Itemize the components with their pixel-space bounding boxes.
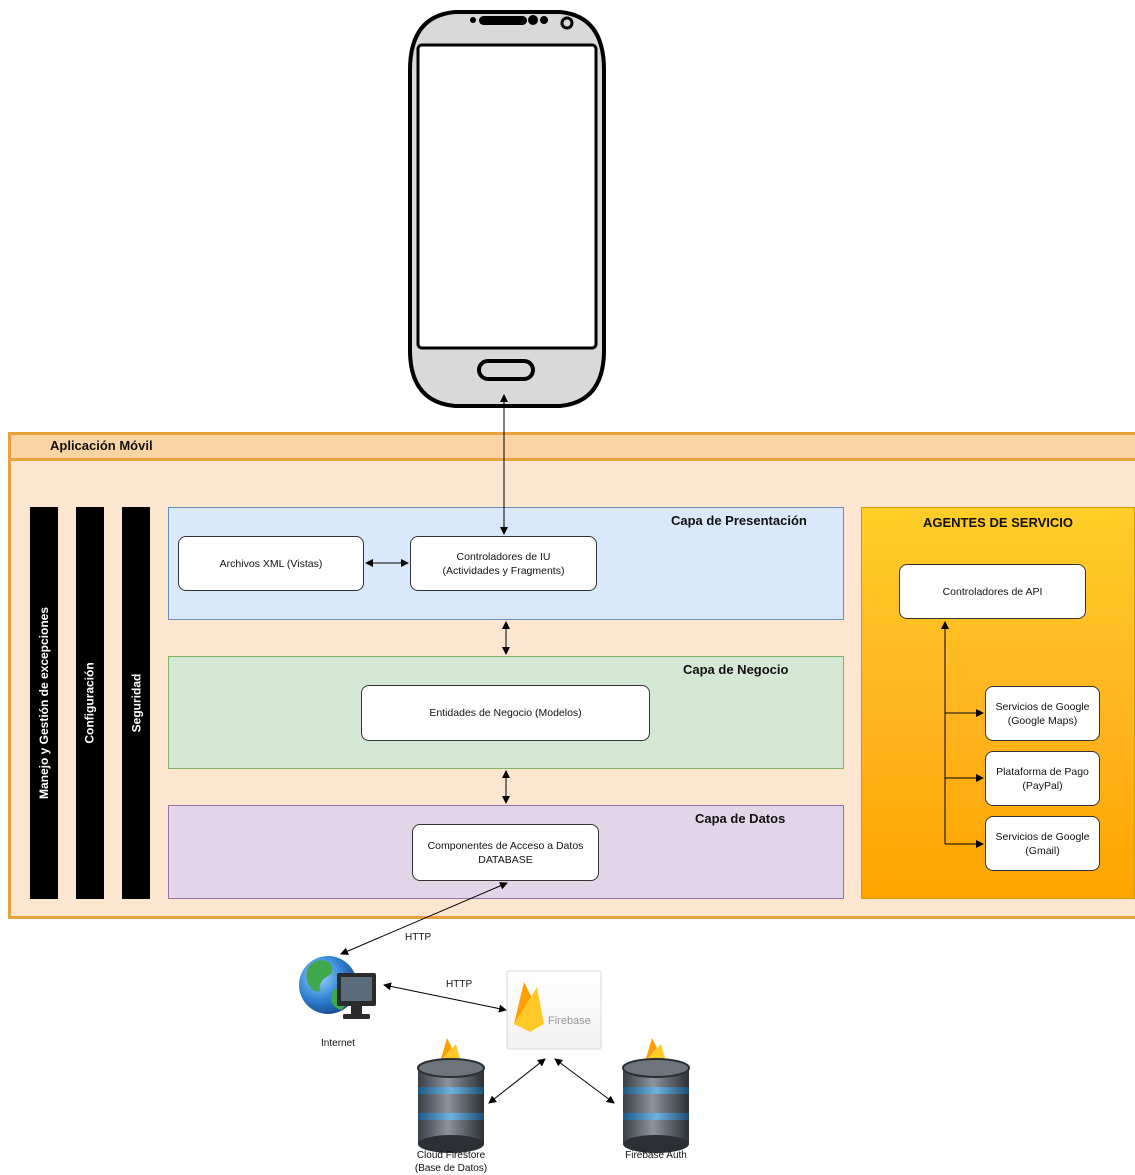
firebase-auth-database-icon [622, 1038, 690, 1153]
security-bar: Seguridad [122, 507, 150, 899]
firebase-logo [506, 970, 602, 1050]
firebase-firestore-connector [488, 1058, 546, 1104]
gmail-box: Servicios de Google (Gmail) [985, 816, 1100, 871]
data-internet-connector [340, 882, 508, 955]
xml-views-box: Archivos XML (Vistas) [178, 536, 364, 591]
api-controllers-box: Controladores de API [899, 564, 1086, 619]
business-layer-title: Capa de Negocio [683, 662, 789, 677]
internet-label: Internet [321, 1038, 355, 1049]
exceptions-bar: Manejo y Gestión de excepciones [30, 507, 58, 899]
internet-firebase-connector [383, 982, 507, 1013]
http-label-firebase: HTTP [446, 979, 473, 990]
firebase-label: Firebase [548, 1015, 591, 1027]
configuration-bar: Configuración [76, 507, 104, 899]
business-entities-box: Entidades de Negocio (Modelos) [361, 685, 650, 741]
firebase-auth-label: Firebase Auth [625, 1150, 687, 1161]
mobile-app-title: Aplicación Móvil [50, 438, 153, 453]
presentation-layer-title: Capa de Presentación [671, 513, 807, 528]
paypal-box: Plataforma de Pago (PayPal) [985, 751, 1100, 806]
data-access-box: Componentes de Acceso a Datos DATABASE [412, 824, 599, 881]
firestore-label: Cloud Firestore (Base de Datos) [414, 1150, 488, 1174]
firestore-database-icon [417, 1038, 485, 1153]
data-layer-title: Capa de Datos [695, 811, 786, 826]
http-label-data: HTTP [405, 932, 432, 943]
ui-controllers-box: Controladores de IU (Actividades y Fragm… [410, 536, 597, 591]
firebase-auth-connector [554, 1058, 615, 1104]
service-agents-title: AGENTES DE SERVICIO [922, 515, 1073, 530]
internet-icon [299, 956, 376, 1019]
mobile-app-header [8, 432, 1135, 461]
google-maps-box: Servicios de Google (Google Maps) [985, 686, 1100, 741]
smartphone-icon [408, 10, 606, 408]
